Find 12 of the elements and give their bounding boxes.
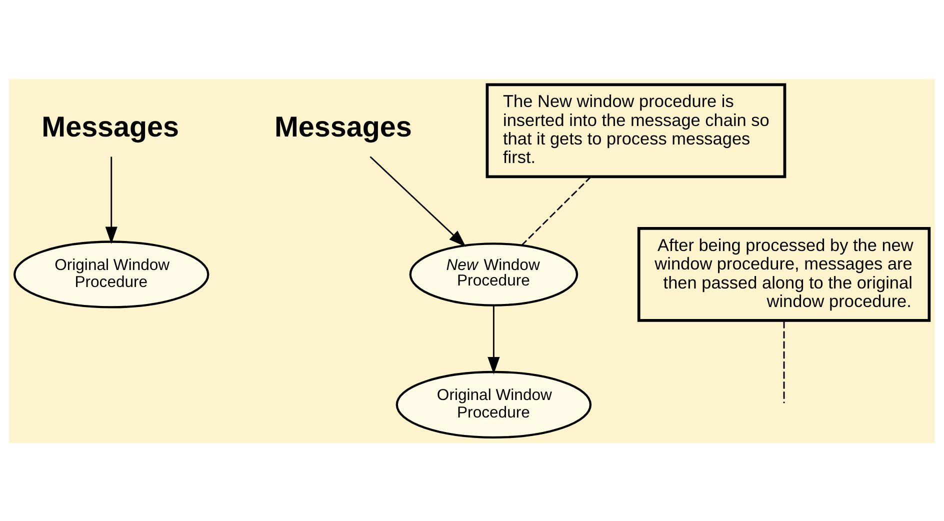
node-text: Messages (42, 110, 180, 143)
connector (783, 320, 785, 403)
connector (520, 176, 592, 246)
node-box: The New window procedure is inserted into the message chain so that it gets to process messages first. (486, 82, 786, 178)
node-box: After being processed by the new window procedure, messages are then passed along to the original window procedure. (637, 226, 931, 322)
node-ellipse: Original Window Procedure (396, 370, 592, 438)
node-text: Messages (274, 110, 412, 143)
node-ellipse: New Window Procedure (409, 242, 578, 306)
arrow (370, 156, 466, 246)
arrow (105, 156, 118, 244)
node-ellipse: Original Window Procedure (13, 240, 210, 308)
arrow (488, 304, 500, 374)
